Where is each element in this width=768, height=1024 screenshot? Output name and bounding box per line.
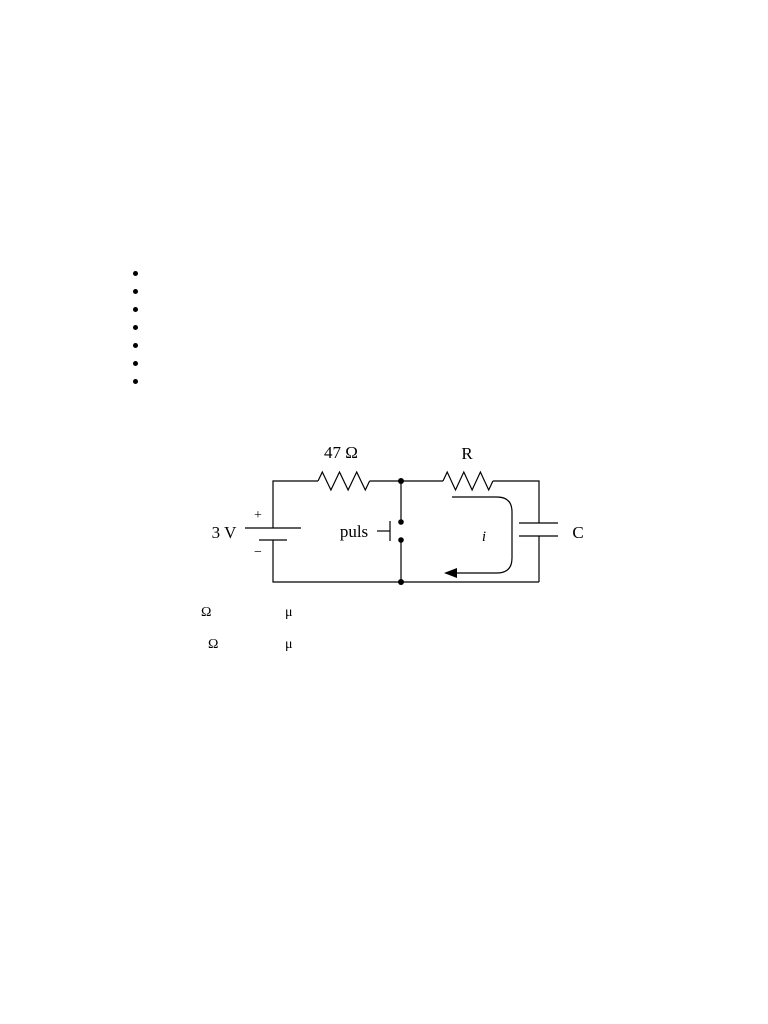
text-fragment-ohm: Ω xyxy=(208,637,219,652)
capacitor-label: C xyxy=(572,523,583,542)
current-label: i xyxy=(482,529,486,545)
list-item xyxy=(130,300,150,318)
bullet-icon xyxy=(132,342,138,348)
battery-voltage-label: 3 V xyxy=(212,523,237,542)
bullet-icon xyxy=(132,270,138,276)
junction-dot-bottom xyxy=(398,579,404,585)
list-item xyxy=(130,372,150,390)
wire-top-left xyxy=(272,480,318,528)
battery-plus-label: + xyxy=(254,508,262,523)
bullet-icon xyxy=(132,360,138,366)
bullet-icon xyxy=(132,324,138,330)
text-fragment-micro: μ xyxy=(285,637,293,652)
wire-top-right xyxy=(492,480,540,523)
arrowhead-icon xyxy=(444,568,457,578)
push-button-label: puls xyxy=(340,522,368,541)
list-item xyxy=(130,318,150,336)
text-fragment-micro: μ xyxy=(285,605,293,620)
list-item xyxy=(130,282,150,300)
resistor-r-label: R xyxy=(461,444,473,463)
resistor-r xyxy=(442,470,494,492)
button-contact-top xyxy=(398,519,404,525)
resistor-47-ohm xyxy=(317,470,371,492)
bullet-icon xyxy=(132,378,138,384)
button-contact-bottom xyxy=(398,537,404,543)
list-item xyxy=(130,336,150,354)
battery-minus-label: − xyxy=(254,545,262,560)
bullet-icon xyxy=(132,288,138,294)
wire-bottom xyxy=(272,540,539,583)
bullet-list xyxy=(130,264,150,390)
junction-dot-top xyxy=(398,478,404,484)
current-loop-arrow xyxy=(452,496,513,574)
resistor-47-ohm-label: 47 Ω xyxy=(324,443,358,462)
list-item xyxy=(130,354,150,372)
bullet-icon xyxy=(132,306,138,312)
text-fragment-ohm: Ω xyxy=(201,605,212,620)
list-item xyxy=(130,264,150,282)
